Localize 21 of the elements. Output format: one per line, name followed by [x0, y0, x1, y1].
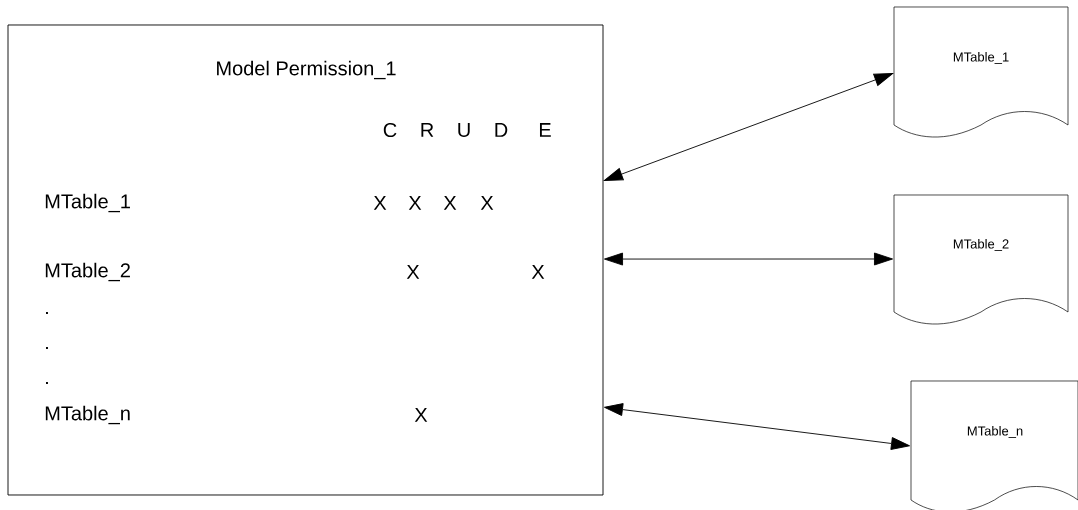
table-cell: X — [443, 196, 457, 210]
table-cell: E — [540, 123, 551, 137]
arrow — [604, 403, 910, 450]
arrow — [603, 73, 894, 181]
table-cell: . — [46, 381, 48, 385]
table-cell: . — [46, 311, 48, 315]
table-cell: U — [458, 123, 470, 137]
table-cell: R — [421, 123, 434, 137]
table-cell: D — [495, 123, 508, 137]
table-cell: MTable_1 — [45, 193, 130, 213]
table-cell: X — [373, 196, 387, 210]
table-cell: . — [46, 346, 48, 350]
table-cell: X — [414, 408, 428, 422]
table-cell: C — [383, 122, 397, 138]
arrow — [604, 252, 893, 266]
table-cell: X — [480, 196, 494, 210]
table-cell: X — [408, 196, 422, 210]
table-cell: MTable_2 — [45, 262, 130, 282]
table-cell: X — [406, 265, 420, 279]
table-cell: MTable_n — [45, 405, 130, 425]
table-cell: X — [531, 265, 545, 279]
